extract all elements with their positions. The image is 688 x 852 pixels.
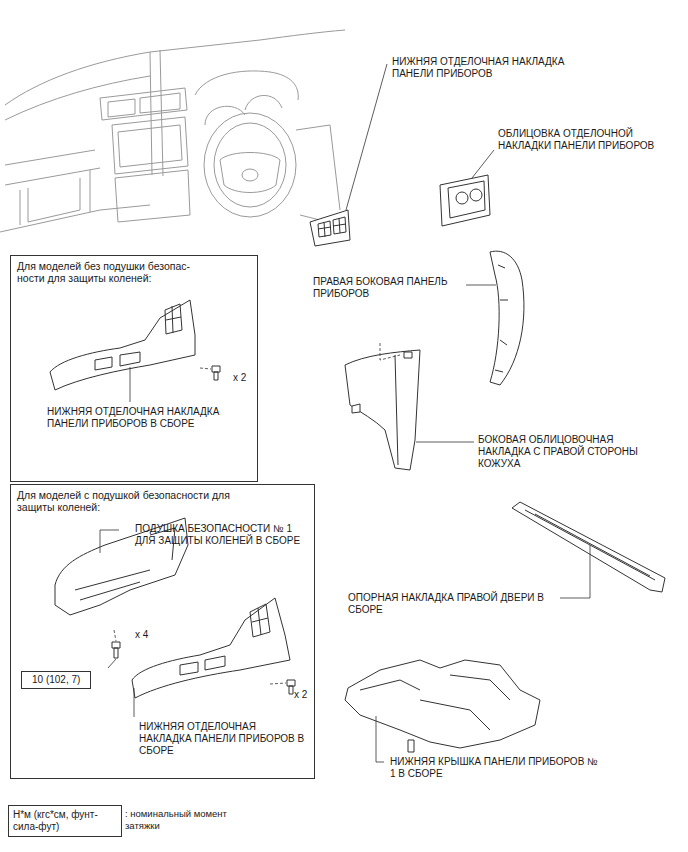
leader-line [100, 530, 119, 553]
part-name: НИЖНЯЯ ОТДЕЛОЧНАЯ НАКЛАДКА ПАНЕЛИ ПРИБОР… [47, 406, 252, 430]
lower-finish-panel-part [310, 210, 350, 246]
panel-heading: Для моделей без подушки безопас- ности д… [17, 260, 217, 284]
bolt [408, 740, 414, 752]
dashboard-outline [0, 30, 345, 232]
panel-heading: 10 (102, 7) [32, 674, 80, 686]
clip [404, 352, 412, 358]
clip [352, 404, 360, 413]
switch [456, 192, 468, 204]
part-name: ПОДУШКА БЕЗОПАСНОСТИ № 1 ДЛЯ ЗАЩИТЫ КОЛЕ… [135, 523, 305, 547]
part-name: x 4 [135, 629, 157, 641]
leader-line [346, 64, 387, 210]
dashboard-sketch [0, 30, 345, 232]
door-scuff-plate-part [512, 502, 665, 592]
center-console [100, 88, 190, 222]
leader-line [130, 367, 131, 402]
finish-panel-assembly [50, 300, 195, 390]
instrument-cluster [195, 71, 298, 125]
variant-panel: Для моделей без подушки безопас- ности д… [10, 255, 258, 482]
leader-line [416, 442, 474, 443]
bolt [112, 642, 120, 658]
part-label: ПРАВАЯ БОКОВАЯ ПАНЕЛЬ ПРИБОРОВ [313, 276, 463, 300]
leader-line [560, 545, 590, 598]
variant-panel: Для моделей с подушкой безопасности для … [10, 484, 315, 779]
legend-note: : номинальный момент затяжки [125, 808, 235, 832]
cowl-side-trim-part [345, 350, 420, 470]
right-side-panel-part [490, 251, 524, 385]
column-lines [296, 125, 340, 225]
part-name: НИЖНЯЯ ОТДЕЛОЧНАЯ НАКЛАДКА ПАНЕЛИ ПРИБОР… [139, 721, 309, 757]
part-label: БОКОВАЯ ОБЛИЦОВОЧНАЯ НАКЛАДКА С ПРАВОЙ С… [478, 434, 660, 470]
lower-cover-part [345, 660, 540, 748]
part-label: НИЖНЯЯ КРЫШКА ПАНЕЛИ ПРИБОРОВ № 1 В СБОР… [390, 756, 605, 780]
finish-panel-assembly [132, 598, 290, 698]
leader-line [466, 285, 496, 286]
steering-hub [220, 153, 280, 193]
leader-line [376, 716, 384, 762]
steering-wheel-inner [214, 123, 286, 207]
part-label: ОБЛИЦОВКА ОТДЕЛОЧНОЙ НАКЛАДКИ ПАНЕЛИ ПРИ… [498, 128, 678, 152]
bolt [287, 680, 295, 694]
switch [470, 189, 482, 201]
value-box: Н*м (кгс*см, фунт-сила-фут) [8, 805, 122, 837]
value-box: 10 (102, 7) [21, 671, 91, 689]
trim-bezel-part [440, 175, 490, 226]
part-label: ОПОРНАЯ НАКЛАДКА ПРАВОЙ ДВЕРИ В СБОРЕ [348, 592, 558, 616]
leader-line [108, 659, 116, 668]
panel-heading: Н*м (кгс*см, фунт-сила-фут) [13, 809, 117, 833]
bolt [212, 366, 220, 380]
part-name: x 2 [294, 689, 316, 701]
leader-line [134, 688, 135, 717]
panel-heading: Для моделей с подушкой безопасности для … [17, 489, 257, 513]
dashed-leader [114, 343, 400, 684]
steering-wheel [204, 113, 296, 217]
leader-line [472, 150, 494, 178]
part-name: x 2 [233, 372, 255, 384]
part-label: НИЖНЯЯ ОТДЕЛОЧНАЯ НАКЛАДКА ПАНЕЛИ ПРИБОР… [392, 56, 597, 80]
